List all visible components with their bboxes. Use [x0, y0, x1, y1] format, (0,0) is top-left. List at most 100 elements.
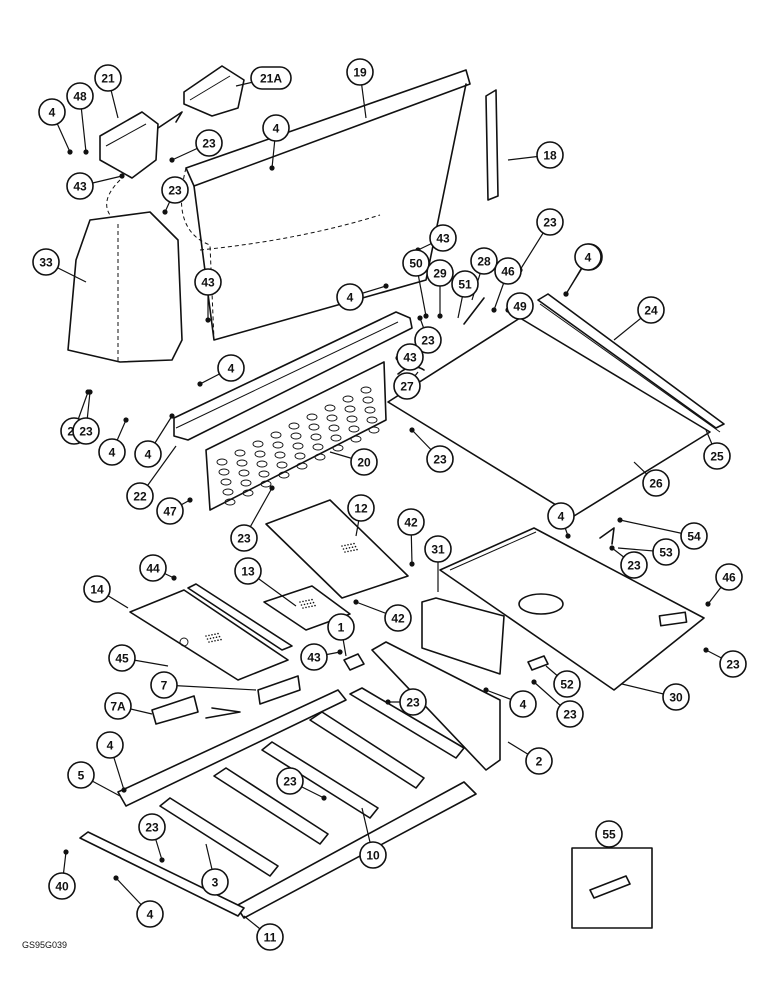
- callout-text: 5: [78, 769, 85, 783]
- callout-text: 23: [726, 658, 740, 672]
- part-24-rail: [537, 293, 725, 433]
- callout-11: 11: [256, 923, 284, 951]
- callout-43-4: 43: [194, 268, 222, 296]
- callout-10: 10: [359, 841, 387, 869]
- part-10-side-rail: [235, 781, 477, 919]
- perforation-hole: [308, 423, 320, 431]
- callout-49: 49: [506, 292, 534, 320]
- pattern-dot: [218, 635, 221, 638]
- pattern-dot: [345, 547, 348, 550]
- callout-4-5: 4: [336, 283, 364, 311]
- callout-text: 43: [201, 276, 215, 290]
- perforation-hole: [342, 395, 354, 403]
- callout-text: 42: [391, 612, 405, 626]
- callout-4-7: 4: [134, 440, 162, 468]
- callout-text: 23: [563, 708, 577, 722]
- callout-text: 23: [433, 453, 447, 467]
- callout-33: 33: [32, 248, 60, 276]
- callout-text: 28: [477, 255, 491, 269]
- perforation-hole: [216, 458, 228, 466]
- callout-43-2: 43: [396, 343, 424, 371]
- perforation-hole: [314, 453, 326, 461]
- perforation-hole: [222, 488, 234, 496]
- pattern-dot: [308, 606, 310, 608]
- callout-text: 20: [357, 456, 371, 470]
- callout-text: 4: [558, 510, 565, 524]
- callout-text: 23: [237, 532, 251, 546]
- callout-27: 27: [393, 372, 421, 400]
- perforation-hole: [292, 442, 304, 450]
- pattern-dot: [302, 607, 304, 609]
- pattern-dot: [306, 603, 309, 605]
- callout-text: 49: [513, 300, 527, 314]
- callout-text: 18: [543, 149, 557, 163]
- callout-text: 1: [338, 621, 345, 635]
- pattern-dot: [211, 634, 213, 636]
- callout-4-11: 4: [96, 731, 124, 759]
- callout-40: 40: [48, 872, 76, 900]
- perforation-hole: [278, 471, 290, 479]
- callout-45: 45: [108, 644, 136, 672]
- perforation-hole: [218, 468, 230, 476]
- callout-text: 23: [168, 184, 182, 198]
- perforation-hole: [364, 406, 376, 414]
- pattern-dot: [208, 634, 210, 637]
- callout-46-2: 46: [715, 563, 743, 591]
- callout-52: 52: [553, 670, 581, 698]
- perforation-hole: [220, 478, 232, 486]
- callout-text: 7A: [110, 700, 126, 714]
- perforation-hole: [346, 415, 358, 423]
- perforation-hole: [238, 469, 250, 477]
- callout-text: 21: [101, 72, 115, 86]
- callout-text: 54: [687, 530, 701, 544]
- part-11-rail: [79, 831, 245, 917]
- callout-text: 4: [107, 739, 114, 753]
- part-44-strip: [187, 583, 293, 651]
- callout-43-3: 43: [429, 224, 457, 252]
- callout-5: 5: [67, 761, 95, 789]
- perforation-hole: [326, 414, 338, 422]
- callout-23-11: 23: [399, 688, 427, 716]
- part-31-bracket: [421, 597, 505, 675]
- part-22-bracket: [173, 311, 413, 441]
- pattern-dot: [205, 635, 207, 637]
- callout-4: 4: [38, 98, 66, 126]
- pattern-dot: [215, 636, 218, 638]
- part-33-shield: [67, 179, 183, 363]
- callout-23-9: 23: [719, 650, 747, 678]
- callout-text: 23: [421, 334, 435, 348]
- pattern-dot: [212, 637, 215, 639]
- callout-26: 26: [642, 469, 670, 497]
- callout-text: 24: [644, 304, 658, 318]
- callout-text: 40: [55, 880, 69, 894]
- callout-7a: 7A: [104, 692, 132, 720]
- callout-4-4: 4: [262, 114, 290, 142]
- perforation-hole: [252, 440, 264, 448]
- callout-text: 22: [133, 490, 147, 504]
- pattern-dot: [353, 542, 355, 545]
- callout-text: 4: [147, 908, 154, 922]
- perforation-hole: [290, 432, 302, 440]
- callout-text: 42: [404, 516, 418, 530]
- callout-25: 25: [703, 442, 731, 470]
- perforation-hole: [224, 498, 236, 506]
- callout-4-9: 4: [574, 243, 602, 271]
- perforation-hole: [296, 462, 308, 470]
- pattern-dot: [347, 544, 349, 546]
- callout-24: 24: [637, 296, 665, 324]
- callout-text: 10: [366, 849, 380, 863]
- callout-text: 4: [228, 362, 235, 376]
- pattern-dot: [214, 633, 216, 635]
- callout-text: 26: [649, 477, 663, 491]
- callout-23-5: 23: [230, 524, 258, 552]
- callout-4-8: 4: [547, 502, 575, 530]
- pattern-dot: [220, 638, 222, 641]
- callout-text: 47: [163, 505, 177, 519]
- callout-text: 23: [283, 775, 297, 789]
- part-14-panel: [129, 589, 289, 681]
- callout-23-6: 23: [426, 445, 454, 473]
- callout-text: 29: [433, 267, 447, 281]
- part-18-strip: [485, 89, 499, 201]
- pattern-dot: [344, 551, 346, 553]
